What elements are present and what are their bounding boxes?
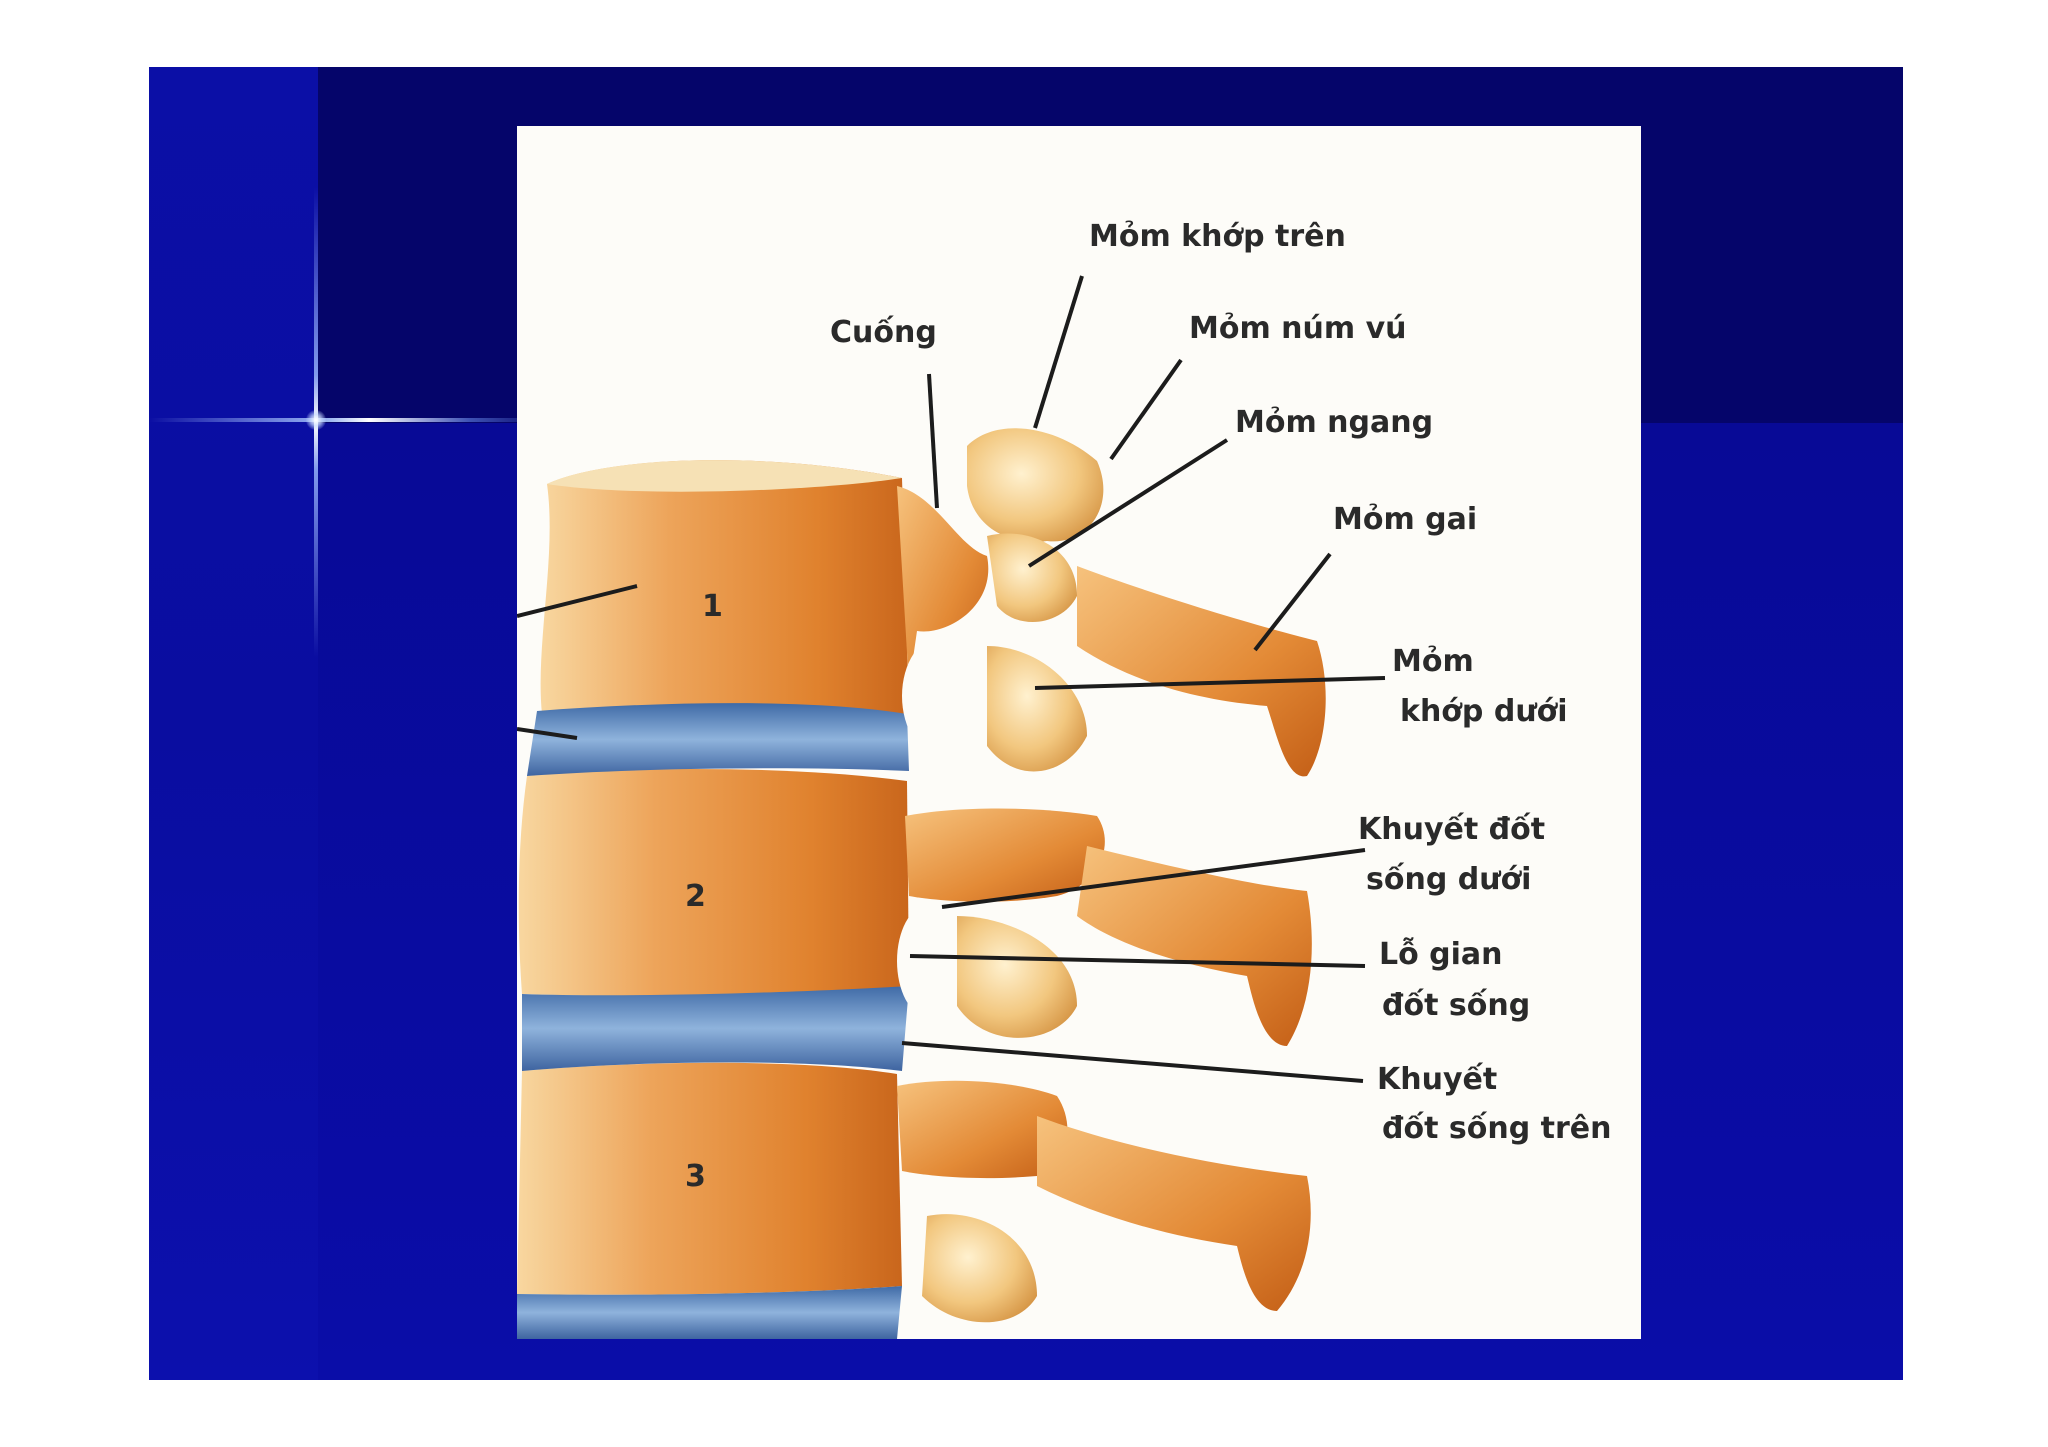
spinous-process-1: [1077, 566, 1326, 777]
spinous-process-3: [1037, 1116, 1311, 1311]
vertebra-body-2: [518, 769, 909, 996]
pedicle-3: [897, 1080, 1068, 1179]
vertebra-body-1-top: [547, 460, 902, 492]
vertebral-processes: [897, 428, 1326, 1323]
leader-line-cuong: [927, 373, 939, 509]
vertebra-body-1: [540, 460, 909, 716]
label-mom-khop-duoi-line1: Mỏm: [1392, 644, 1474, 679]
leader-line-mom-khop-duoi: [1034, 676, 1386, 690]
vertebra-number-2: 2: [685, 879, 706, 914]
intervertebral-foramina: [897, 636, 982, 1016]
disc-3: [517, 1286, 902, 1339]
inferior-articular-process-1: [987, 646, 1087, 772]
label-lo-gian-line1: Lỗ gian: [1379, 936, 1503, 972]
foramen-2: [897, 906, 957, 1016]
diagram-labels: Mỏm khớp trên Cuống Mỏm núm vú Mỏm ngang…: [830, 219, 1611, 1146]
intervertebral-discs: [517, 703, 909, 1339]
label-mom-ngang: Mỏm ngang: [1235, 405, 1433, 440]
sparkle-horizontal: [149, 418, 549, 422]
superior-articular-process-1: [967, 428, 1104, 542]
pedicle-2: [905, 808, 1105, 902]
foramen-1: [902, 636, 982, 756]
pedicle-1: [897, 486, 989, 686]
label-khuyet-duoi-line1: Khuyết đốt: [1358, 812, 1545, 847]
label-mom-khop-duoi-line2: khớp dưới: [1400, 694, 1568, 729]
disc-2: [522, 986, 909, 1071]
articular-joint-2: [957, 916, 1077, 1038]
vertebral-bodies: [517, 460, 909, 1295]
vertebra-body-3: [517, 1062, 902, 1295]
label-mom-gai: Mỏm gai: [1333, 502, 1477, 537]
leader-line-mom-khop-tren: [1033, 275, 1084, 429]
articular-joint-3: [922, 1214, 1037, 1323]
label-mom-khop-tren: Mỏm khớp trên: [1089, 219, 1346, 254]
spine-diagram: 1 2 3 Mỏm khớp trên Cuống Mỏ: [517, 219, 1611, 1339]
vertebra-number-3: 3: [685, 1159, 706, 1194]
leader-line-left-body: [517, 584, 638, 618]
transverse-process-1: [987, 533, 1077, 623]
label-cuong: Cuống: [830, 315, 937, 350]
spine-figure: 1 2 3 Mỏm khớp trên Cuống Mỏ: [517, 126, 1641, 1339]
leader-line-mom-gai: [1253, 552, 1332, 652]
spinous-process-2: [1077, 846, 1312, 1046]
label-khuyet-tren-line1: Khuyết: [1377, 1062, 1497, 1097]
label-mom-num-vu: Mỏm núm vú: [1189, 311, 1407, 346]
vertebra-number-1: 1: [702, 589, 723, 624]
leader-line-khuyet-duoi: [941, 848, 1366, 909]
leader-line-mom-ngang: [1027, 438, 1229, 568]
leader-line-left-disc: [517, 727, 578, 740]
label-lo-gian-line2: đốt sống: [1382, 988, 1530, 1023]
label-khuyet-duoi-line2: sống dưới: [1366, 862, 1531, 897]
leader-line-khuyet-tren: [901, 1041, 1364, 1083]
slide-left-band: [149, 67, 318, 1380]
sparkle-icon: [306, 410, 326, 430]
label-khuyet-tren-line2: đốt sống trên: [1382, 1111, 1611, 1146]
leader-line-mom-num-vu: [1109, 358, 1183, 461]
leader-lines: [517, 275, 1386, 1083]
disc-1: [527, 703, 909, 776]
leader-line-lo-gian: [909, 954, 1366, 968]
